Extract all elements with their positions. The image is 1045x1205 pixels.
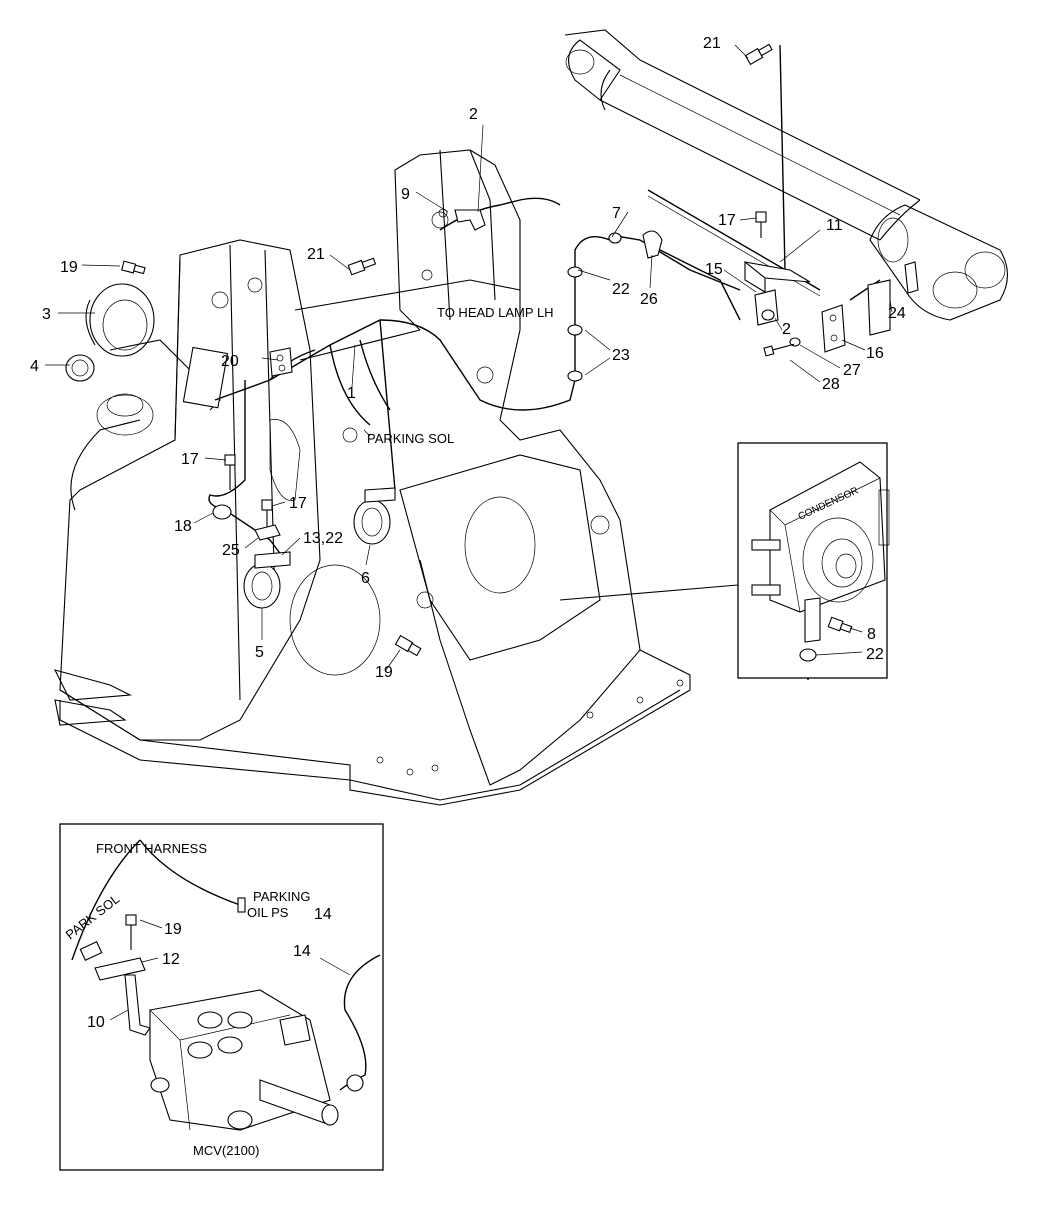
callout-6: 6 (361, 570, 370, 587)
callout-labels: 21 2 9 7 17 11 19 21 3 4 20 15 22 26 2 2… (30, 35, 906, 1031)
callout-2: 2 (469, 106, 478, 123)
callout-14: 14 (314, 906, 332, 923)
callout-17: 17 (181, 451, 199, 468)
callout-17: 17 (718, 212, 736, 229)
callout-4: 4 (30, 358, 39, 375)
callout-2: 2 (782, 321, 791, 338)
callout-8: 8 (867, 626, 876, 643)
callout-14: 14 (293, 943, 311, 960)
condenser-inset: CONDENSOR (559, 442, 890, 679)
steering-cylinder (564, 29, 1009, 321)
callout-19: 19 (164, 921, 182, 938)
callout-25: 25 (222, 542, 240, 559)
callout-19: 19 (60, 259, 78, 276)
park-sol-connector (79, 941, 103, 961)
front-harness-label: FRONT HARNESS (96, 841, 207, 856)
parking-sol-label: PARKING SOL (367, 431, 454, 446)
callout-13-22: 13,22 (303, 530, 343, 547)
callout-21: 21 (307, 246, 325, 263)
callout-16: 16 (866, 345, 884, 362)
callout-5: 5 (255, 644, 264, 661)
leader-lines (45, 44, 893, 1021)
callout-20: 20 (221, 353, 239, 370)
callout-9: 9 (401, 186, 410, 203)
callout-15: 15 (705, 261, 723, 278)
callout-11: 11 (826, 217, 843, 234)
to-head-lamp-label: TO HEAD LAMP LH (437, 305, 554, 320)
oil-ps-label: OIL PS (247, 905, 289, 920)
callout-12: 12 (162, 951, 180, 968)
front-frame (53, 149, 691, 806)
callout-22: 22 (612, 281, 630, 298)
callout-17: 17 (289, 495, 307, 512)
callout-21: 21 (703, 35, 721, 52)
mcv-label: MCV(2100) (193, 1143, 259, 1158)
callout-24: 24 (888, 305, 906, 322)
small-parts (121, 43, 919, 657)
parking-label: PARKING (253, 889, 311, 904)
callout-27: 27 (843, 362, 861, 379)
callout-7: 7 (612, 205, 621, 222)
callout-10: 10 (87, 1014, 105, 1031)
callout-3: 3 (42, 306, 51, 323)
callout-28: 28 (822, 376, 840, 393)
callout-18: 18 (174, 518, 192, 535)
callout-23: 23 (612, 347, 630, 364)
mcv-inset (59, 823, 384, 1171)
horn-assembly (65, 283, 229, 411)
callout-19: 19 (375, 664, 393, 681)
callout-26: 26 (640, 291, 658, 308)
callout-22: 22 (866, 646, 884, 663)
callout-1: 1 (347, 385, 356, 402)
